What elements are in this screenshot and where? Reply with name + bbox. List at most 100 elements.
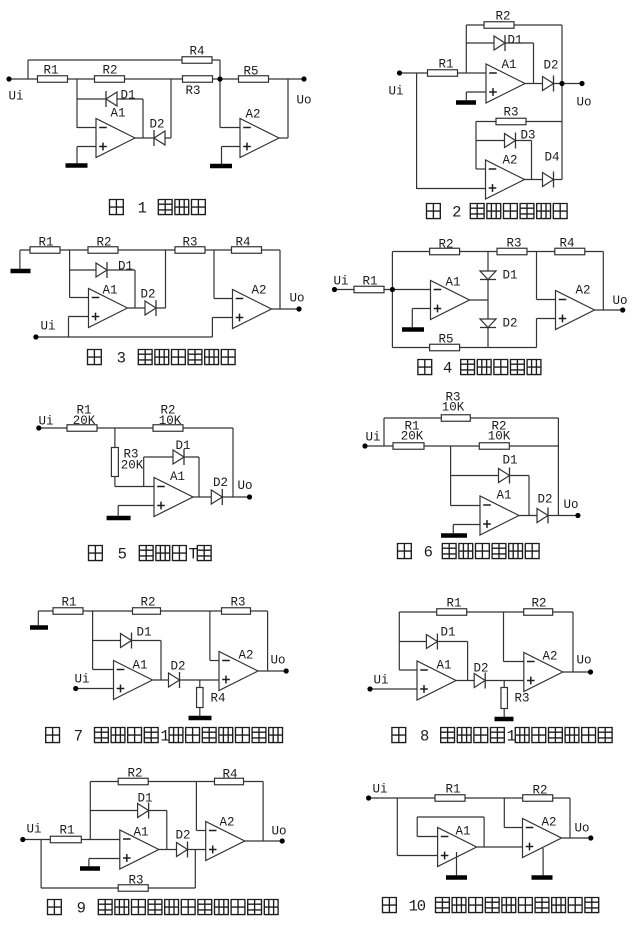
svg-text:R2: R2 [127,767,142,781]
svg-text:4: 4 [443,359,452,377]
svg-text:R2: R2 [438,238,453,252]
svg-text:R4: R4 [559,237,574,251]
svg-text:R4: R4 [189,45,204,59]
svg-text:D2: D2 [170,660,185,674]
svg-text:A2: A2 [238,649,253,663]
svg-text:1: 1 [507,727,516,745]
svg-text:Ui: Ui [373,674,388,688]
svg-text:A1: A1 [110,107,125,121]
svg-text:A1: A1 [132,659,147,673]
svg-text:D1: D1 [507,34,522,48]
svg-text:R2: R2 [102,64,117,78]
svg-text:R1: R1 [76,404,91,418]
svg-text:A2: A2 [502,154,517,168]
svg-text:20K: 20K [401,430,424,444]
svg-text:Uo: Uo [270,654,285,668]
svg-text:R5: R5 [243,65,258,79]
svg-text:R3: R3 [514,692,529,706]
svg-text:Ui: Ui [388,85,403,99]
svg-text:T: T [189,545,198,563]
svg-text:R3: R3 [506,237,521,251]
svg-text:R1: R1 [362,275,377,289]
svg-text:Uo: Uo [574,822,589,836]
svg-text:R2: R2 [160,404,175,418]
svg-text:R3: R3 [128,874,143,888]
svg-text:R1: R1 [404,420,419,434]
svg-text:R1: R1 [445,783,460,797]
svg-text:6: 6 [424,543,433,561]
svg-text:10K: 10K [442,401,465,415]
svg-text:Uo: Uo [563,498,578,512]
svg-text:R1: R1 [38,236,53,250]
svg-text:A1: A1 [501,58,516,72]
svg-text:Uo: Uo [612,294,627,308]
svg-text:D3: D3 [520,129,535,143]
svg-text:R3: R3 [503,106,518,120]
svg-text:R4: R4 [222,768,237,782]
svg-text:A2: A2 [575,284,590,298]
svg-text:Uo: Uo [296,94,311,108]
svg-text:D1: D1 [136,626,151,640]
svg-text:A1: A1 [496,489,511,503]
svg-text:A2: A2 [219,816,234,830]
svg-text:20K: 20K [121,459,144,473]
svg-text:D1: D1 [137,792,152,806]
svg-text:A1: A1 [102,284,117,298]
svg-text:A2: A2 [251,284,266,298]
svg-text:Ui: Ui [26,823,41,837]
svg-text:2: 2 [452,203,461,221]
svg-text:10K: 10K [159,414,182,428]
svg-text:Ui: Ui [74,673,89,687]
svg-text:R2: R2 [140,596,155,610]
svg-text:D1: D1 [118,260,133,274]
svg-text:20K: 20K [73,414,96,428]
svg-text:R2: R2 [531,597,546,611]
svg-text:1: 1 [409,897,418,915]
svg-text:D2: D2 [140,288,155,302]
svg-text:7: 7 [74,727,83,745]
svg-text:D2: D2 [149,118,164,132]
svg-text:R2: R2 [491,420,506,434]
svg-text:Uo: Uo [289,292,304,306]
svg-text:0: 0 [417,897,426,915]
svg-text:5: 5 [118,545,127,563]
svg-text:Ui: Ui [8,90,23,104]
svg-text:Uo: Uo [576,96,591,110]
svg-text:Ui: Ui [38,415,53,429]
svg-text:A1: A1 [436,659,451,673]
svg-text:D2: D2 [502,317,517,331]
svg-text:1: 1 [138,199,147,217]
svg-text:3: 3 [117,349,126,367]
svg-text:A2: A2 [245,108,260,122]
svg-text:1: 1 [160,727,169,745]
svg-text:A1: A1 [170,470,185,484]
svg-text:A1: A1 [455,825,470,839]
svg-text:D1: D1 [502,454,517,468]
svg-text:R1: R1 [59,824,74,838]
svg-text:D1: D1 [502,269,517,283]
svg-text:R1: R1 [61,596,76,610]
svg-text:R3: R3 [445,391,460,405]
svg-text:Uo: Uo [271,825,286,839]
svg-text:A1: A1 [445,276,460,290]
svg-text:R1: R1 [446,597,461,611]
svg-text:D1: D1 [120,89,135,103]
svg-text:D2: D2 [213,476,228,490]
svg-text:R1: R1 [438,58,453,72]
svg-text:Ui: Ui [333,275,348,289]
svg-text:R1: R1 [43,64,58,78]
svg-text:Uo: Uo [237,479,252,493]
svg-text:D2: D2 [175,829,190,843]
svg-text:Ui: Ui [365,431,380,445]
svg-text:D2: D2 [473,662,488,676]
svg-text:A2: A2 [542,650,557,664]
svg-text:10K: 10K [488,430,511,444]
svg-text:R3: R3 [182,236,197,250]
svg-text:R5: R5 [438,333,453,347]
svg-text:A2: A2 [541,816,556,830]
svg-text:R3: R3 [123,448,138,462]
svg-text:Uo: Uo [576,654,591,668]
svg-text:R2: R2 [96,236,111,250]
svg-text:Ui: Ui [40,320,55,334]
svg-text:R3: R3 [230,596,245,610]
